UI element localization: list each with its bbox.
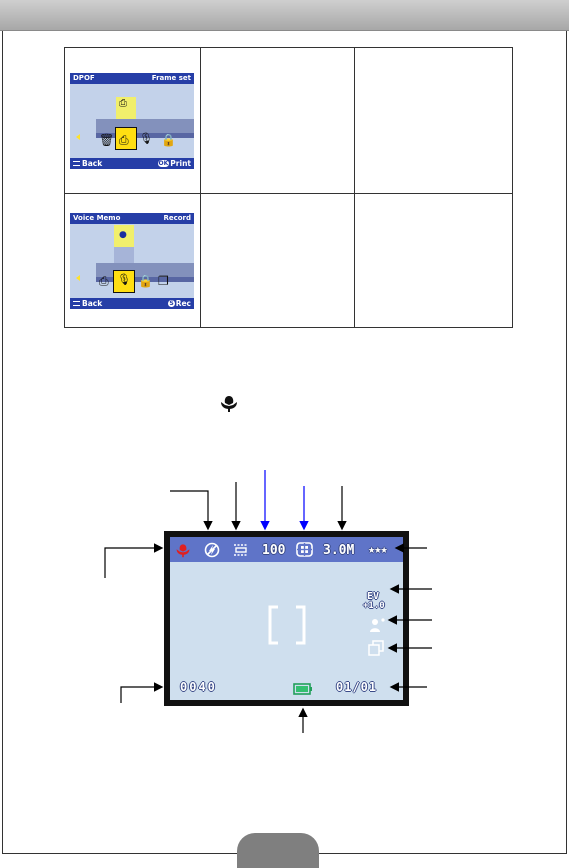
table-cell-empty (200, 47, 355, 194)
s-button-icon: S (168, 300, 175, 307)
print-icon: ⎙ (99, 273, 109, 288)
callout-arrow-remaining-shots (120, 682, 164, 703)
voice-option-column-lower (114, 246, 134, 263)
macro-icon (176, 544, 190, 558)
voice-menu-strip-lower (96, 276, 194, 282)
camera-record-screen: 100 3.0M ★★★ EV +1.0 0040 (164, 531, 409, 706)
white-balance-icon (234, 544, 248, 556)
frame-counter: 01/01 (336, 680, 378, 694)
dpof-selected-item (115, 126, 137, 150)
dpof-left-arrow-icon (76, 133, 80, 140)
ev-value: +1.0 (363, 601, 385, 611)
print-icon: ⎙ (119, 97, 127, 109)
focus-brackets-icon (268, 605, 306, 645)
ev-label: EV (367, 591, 380, 602)
iso-value: 100 (262, 543, 286, 558)
menu-icon (73, 301, 80, 306)
continuous-shot-icon (368, 640, 384, 656)
camera-viewfinder: 100 3.0M ★★★ EV +1.0 0040 (170, 537, 403, 700)
page-frame-right (566, 31, 567, 854)
page-header-bar (0, 0, 569, 31)
continuous-shot-icon: ❐ (158, 273, 169, 288)
osd-status-bar (170, 537, 403, 562)
menu-icon (73, 161, 80, 166)
page-frame-left (2, 31, 3, 854)
dpof-title-bar: DPOF Frame set (70, 72, 194, 84)
voice-action-label: Rec (175, 298, 191, 308)
microphone-icon: 🎙 (139, 131, 153, 145)
remaining-shots: 0040 (180, 680, 217, 694)
voice-memo-mode: Record (163, 213, 191, 222)
protect-icon: 🔒 (138, 273, 153, 288)
callout-arrow-flash (170, 490, 213, 531)
voice-back-label: Back (82, 298, 103, 308)
dpof-title: DPOF (73, 73, 95, 82)
voice-selected-item (113, 269, 135, 293)
dpof-action-label: Print (170, 158, 191, 168)
trash-icon: 🗑 (99, 132, 115, 147)
dpof-mode: Frame set (151, 73, 191, 82)
battery-icon (293, 683, 312, 695)
quality-stars-icon: ★★★ (368, 542, 388, 556)
macro-icon (221, 396, 237, 412)
record-dot-icon: ● (119, 229, 127, 240)
dpof-menu-strip-lower (96, 132, 194, 138)
portrait-icon (370, 618, 385, 632)
voice-option-column (114, 224, 134, 247)
flash-off-icon (204, 542, 220, 558)
voice-memo-title-bar: Voice Memo Record (70, 212, 194, 224)
callout-arrow-macro (104, 543, 164, 578)
table-cell-empty (354, 47, 513, 194)
table-cell-empty (200, 193, 355, 328)
print-icon: ⎙ (119, 132, 129, 147)
resolution-value: 3.0M (323, 543, 355, 558)
table-cell-empty (354, 193, 513, 328)
microphone-icon: 🎙 (117, 272, 131, 286)
ok-button-icon: OK (157, 160, 170, 167)
page-number-tab (237, 833, 319, 868)
voice-left-arrow-icon (76, 274, 80, 281)
protect-icon: 🔒 (161, 132, 176, 147)
metering-icon (296, 542, 313, 557)
dpof-back-label: Back (82, 158, 103, 168)
voice-memo-title: Voice Memo (73, 213, 121, 222)
